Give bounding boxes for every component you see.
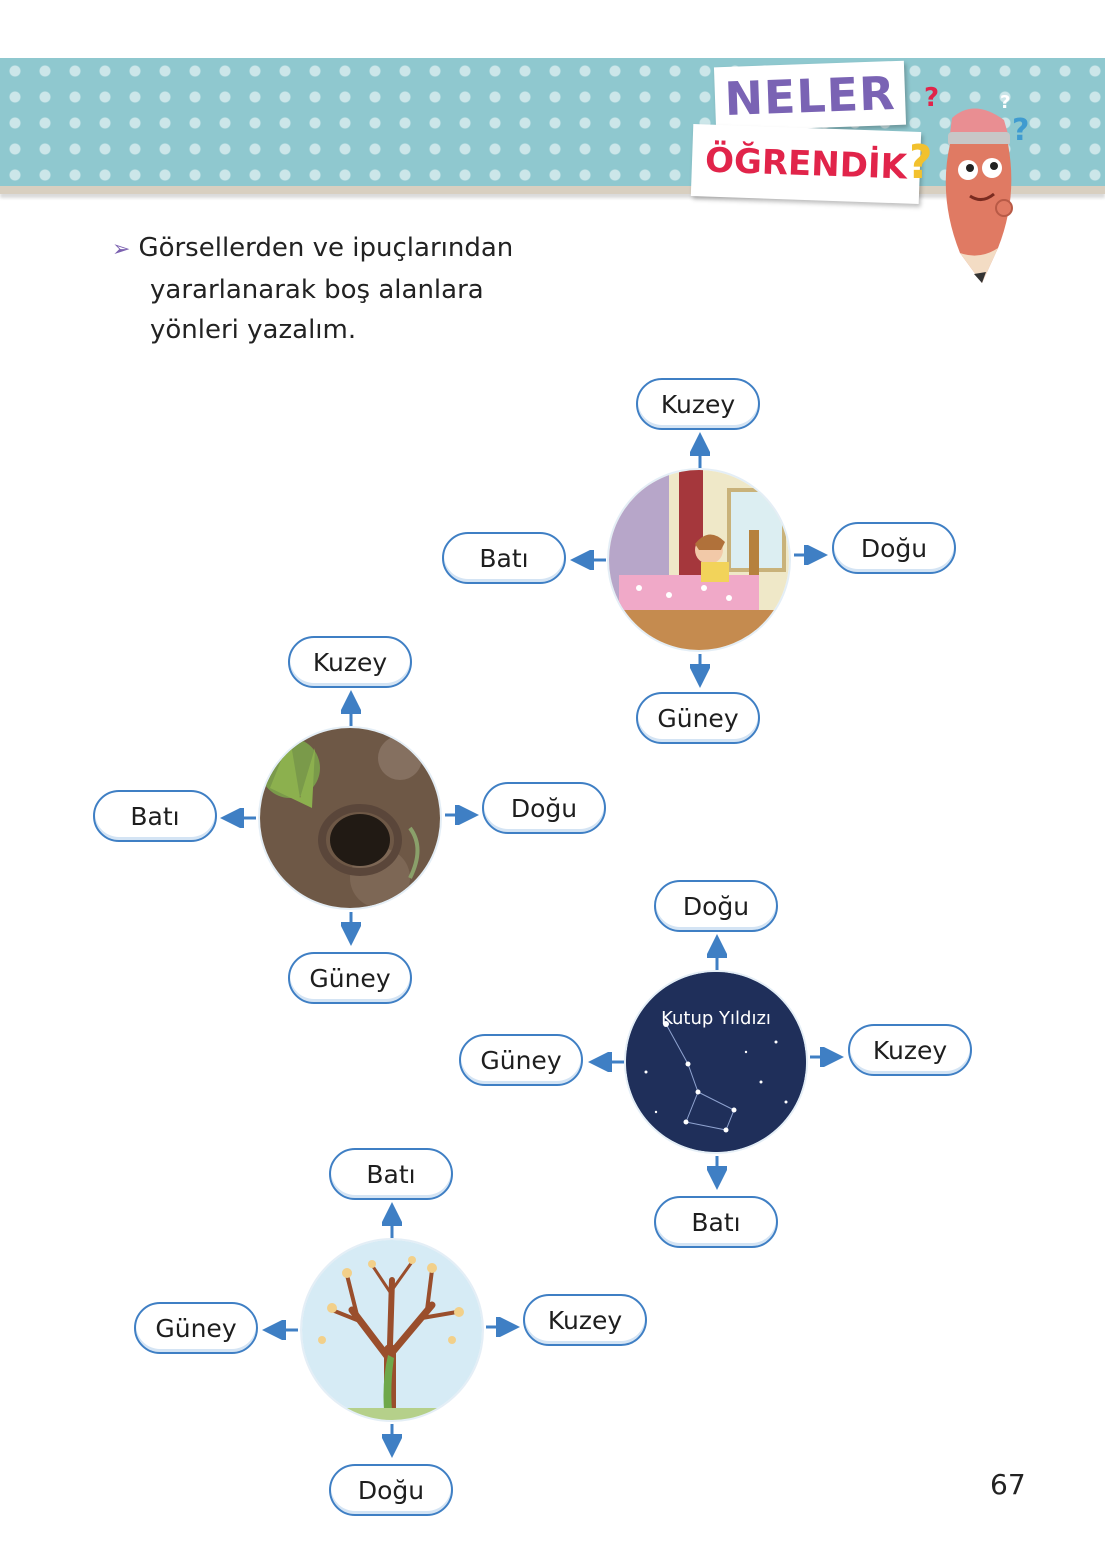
instruction-text: ➢ Görsellerden ve ipuçlarından yararlanar… [112,228,672,350]
group4-bottom-label: Doğu [329,1464,453,1516]
group2-arrow-up-icon [341,690,361,726]
group3-right-label: Kuzey [848,1024,972,1076]
svg-text:?: ? [912,135,933,189]
group1-bottom-label: Güney [636,692,760,744]
group1-arrow-left-icon [570,550,606,570]
burrow-picture [260,728,440,908]
group3-arrow-left-icon [588,1052,624,1072]
page-number: 67 [990,1468,1026,1501]
bed-picture [609,470,789,650]
group1-left-label: Batı [442,532,566,584]
svg-text:?: ? [924,83,939,113]
group2-arrow-right-icon [445,805,479,825]
group4-right-label: Kuzey [523,1294,647,1346]
group3-bottom-label: Batı [654,1196,778,1248]
instruction-line-1: Görsellerden ve ipuçlarından [138,233,514,263]
group2-bottom-label: Güney [288,952,412,1004]
svg-text:?: ? [1000,92,1010,113]
group3-left-label: Güney [459,1034,583,1086]
svg-text:?: ? [1012,113,1029,148]
group2-arrow-left-icon [220,808,256,828]
header-banner [0,58,1105,194]
title-ogrendik: ÖĞRENDİK [690,124,922,204]
night-sky-picture: Kutup Yıldızı [626,972,806,1152]
instruction-line-2: yararlanarak boş alanlara [150,275,484,305]
group2-arrow-down-icon [341,912,361,946]
group1-arrow-down-icon [690,654,710,688]
group1-top-label: Kuzey [636,378,760,430]
group3-arrow-down-icon [707,1156,727,1190]
group4-top-label: Batı [329,1148,453,1200]
group1-arrow-right-icon [794,545,828,565]
group2-left-label: Batı [93,790,217,842]
group2-top-label: Kuzey [288,636,412,688]
group2-right-label: Doğu [482,782,606,834]
group4-arrow-left-icon [262,1320,298,1340]
tree-picture [302,1240,482,1420]
pencil-mascot-icon: ? ? ? ? [912,83,1029,283]
arrow-bullet-icon: ➢ [112,237,131,262]
title-neler: NELER [713,60,907,132]
group3-top-label: Doğu [654,880,778,932]
group3-arrow-right-icon [810,1047,844,1067]
instruction-line-3: yönleri yazalım. [150,315,357,345]
group4-arrow-down-icon [382,1424,402,1458]
group1-right-label: Doğu [832,522,956,574]
group4-arrow-up-icon [382,1202,402,1238]
group1-arrow-up-icon [690,432,710,468]
group3-arrow-up-icon [707,934,727,970]
pole-star-caption: Kutup Yıldızı [661,1008,771,1029]
group4-left-label: Güney [134,1302,258,1354]
group4-arrow-right-icon [486,1317,520,1337]
